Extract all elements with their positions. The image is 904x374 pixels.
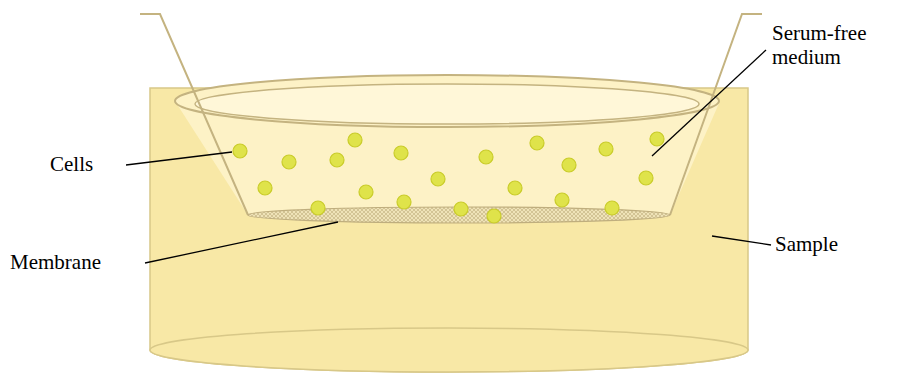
cell (650, 132, 664, 146)
insert-wall-right (670, 14, 762, 215)
cell (605, 201, 619, 215)
cell (562, 158, 576, 172)
cell (479, 150, 493, 164)
cell (394, 146, 408, 160)
cell (530, 136, 544, 150)
insert-rim-inner (195, 84, 699, 124)
sample-label: Sample (775, 232, 838, 256)
cell (397, 195, 411, 209)
membrane-label: Membrane (10, 250, 101, 274)
well-bottom (150, 328, 748, 372)
cell (359, 185, 373, 199)
cell (348, 133, 362, 147)
cell (233, 144, 247, 158)
cell (258, 181, 272, 195)
insert-wall-left (140, 14, 248, 215)
cells-label: Cells (50, 152, 93, 176)
cell (508, 181, 522, 195)
insert-rim (175, 75, 719, 127)
cell (311, 201, 325, 215)
cell (431, 172, 445, 186)
cell (330, 153, 344, 167)
insert-medium (175, 75, 720, 215)
cell (487, 209, 501, 223)
cell (639, 171, 653, 185)
cell (599, 142, 613, 156)
leader-lines (126, 50, 771, 263)
cell (282, 155, 296, 169)
cells (233, 132, 664, 223)
cell (454, 202, 468, 216)
cell (555, 193, 569, 207)
medium-label: Serum-free medium (772, 21, 884, 69)
